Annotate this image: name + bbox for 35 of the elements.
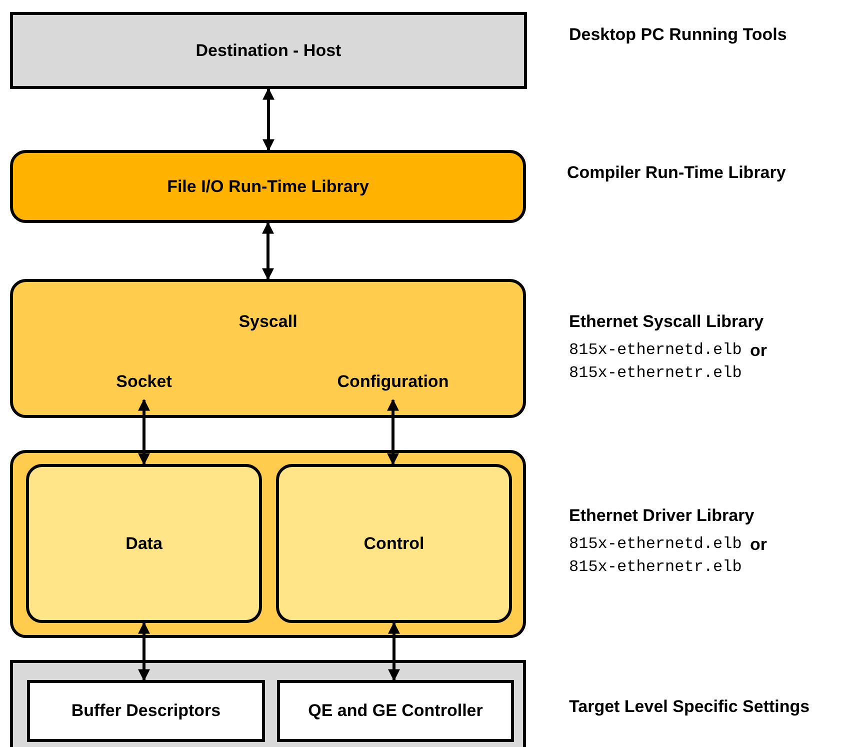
box-label: File I/O Run-Time Library: [166, 176, 370, 196]
double-arrow: [138, 398, 150, 466]
double-arrow: [138, 622, 150, 682]
data-box: [26, 464, 262, 623]
box-label: Data: [124, 534, 164, 554]
side-note: Compiler Run-Time Library: [567, 163, 786, 183]
double-arrow: [388, 622, 400, 682]
library-box: [10, 150, 526, 223]
box-label: Destination - Host: [194, 40, 342, 60]
side-note: or: [750, 341, 767, 361]
syscall-box: [10, 279, 526, 418]
file-name: 815x-ethernetr.elb: [569, 558, 742, 576]
box-label: QE and GE Controller: [307, 701, 484, 721]
double-arrow: [387, 398, 399, 466]
side-note: or: [750, 535, 767, 555]
file-name: 815x-ethernetr.elb: [569, 364, 742, 382]
box-label: Control: [362, 534, 426, 554]
double-arrow: [262, 222, 274, 280]
control-box: [276, 464, 512, 623]
double-arrow: [262, 88, 274, 152]
side-note: Ethernet Syscall Library: [569, 312, 764, 332]
file-name: 815x-ethernetd.elb: [569, 341, 742, 359]
side-note: Desktop PC Running Tools: [569, 25, 787, 45]
target-panel: [10, 660, 526, 747]
controller-box: [277, 680, 514, 742]
driver-box: [10, 450, 526, 638]
side-note: Target Level Specific Settings: [569, 697, 810, 717]
configuration-label: Configuration: [313, 372, 473, 396]
file-name: 815x-ethernetd.elb: [569, 535, 742, 553]
box-label: Syscall: [238, 312, 298, 332]
socket-label: Socket: [93, 372, 195, 396]
descriptor-box: [27, 680, 265, 742]
host-box: [10, 12, 527, 89]
side-note: Ethernet Driver Library: [569, 506, 754, 526]
box-label: Buffer Descriptors: [70, 701, 222, 721]
